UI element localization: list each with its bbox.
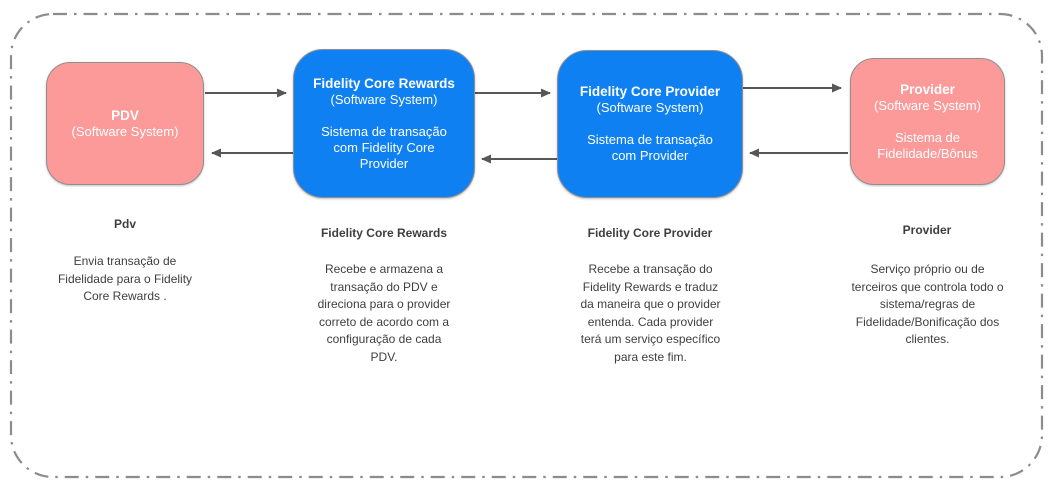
box-fidelity-core-rewards: Fidelity Core Rewards (Software System) … <box>293 49 475 198</box>
box-core-provider-title: Fidelity Core Provider <box>579 84 721 99</box>
box-pdv: PDV (Software System) <box>46 62 204 185</box>
note-pdv: Envia transação de Fidelidade para o Fid… <box>57 254 193 303</box>
box-pdv-title: PDV <box>111 107 139 123</box>
box-provider-type: (Software System) <box>874 97 981 113</box>
caption-pdv: Pdv <box>113 217 136 231</box>
box-provider-desc: Sistema de Fidelidade/Bônus <box>877 129 978 161</box>
system-boundary-border <box>9 12 1044 479</box>
caption-fidelity-core-rewards: Fidelity Core Rewards <box>320 226 448 240</box>
box-pdv-type: (Software System) <box>71 123 179 139</box>
box-rewards-desc: Sistema de transação com Fidelity Core P… <box>321 123 447 171</box>
box-rewards-type: (Software System) <box>330 91 438 107</box>
box-core-provider-type: (Software System) <box>596 100 704 115</box>
box-fidelity-core-provider: Fidelity Core Provider (Software System)… <box>557 50 743 198</box>
note-provider: Serviço próprio ou de terceiros que cont… <box>851 262 1004 346</box>
caption-provider: Provider <box>902 223 952 237</box>
note-fidelity-core-rewards: Recebe e armazena a transação do PDV e d… <box>317 262 451 364</box>
caption-fidelity-core-provider: Fidelity Core Provider <box>587 226 713 240</box>
box-provider-title: Provider <box>900 81 955 97</box>
box-provider: Provider (Software System) Sistema de Fi… <box>850 58 1005 185</box>
box-rewards-title: Fidelity Core Rewards <box>313 75 455 91</box>
note-fidelity-core-provider: Recebe a transação do Fidelity Rewards e… <box>580 262 721 364</box>
box-core-provider-desc: Sistema de transação com Provider <box>587 132 713 163</box>
